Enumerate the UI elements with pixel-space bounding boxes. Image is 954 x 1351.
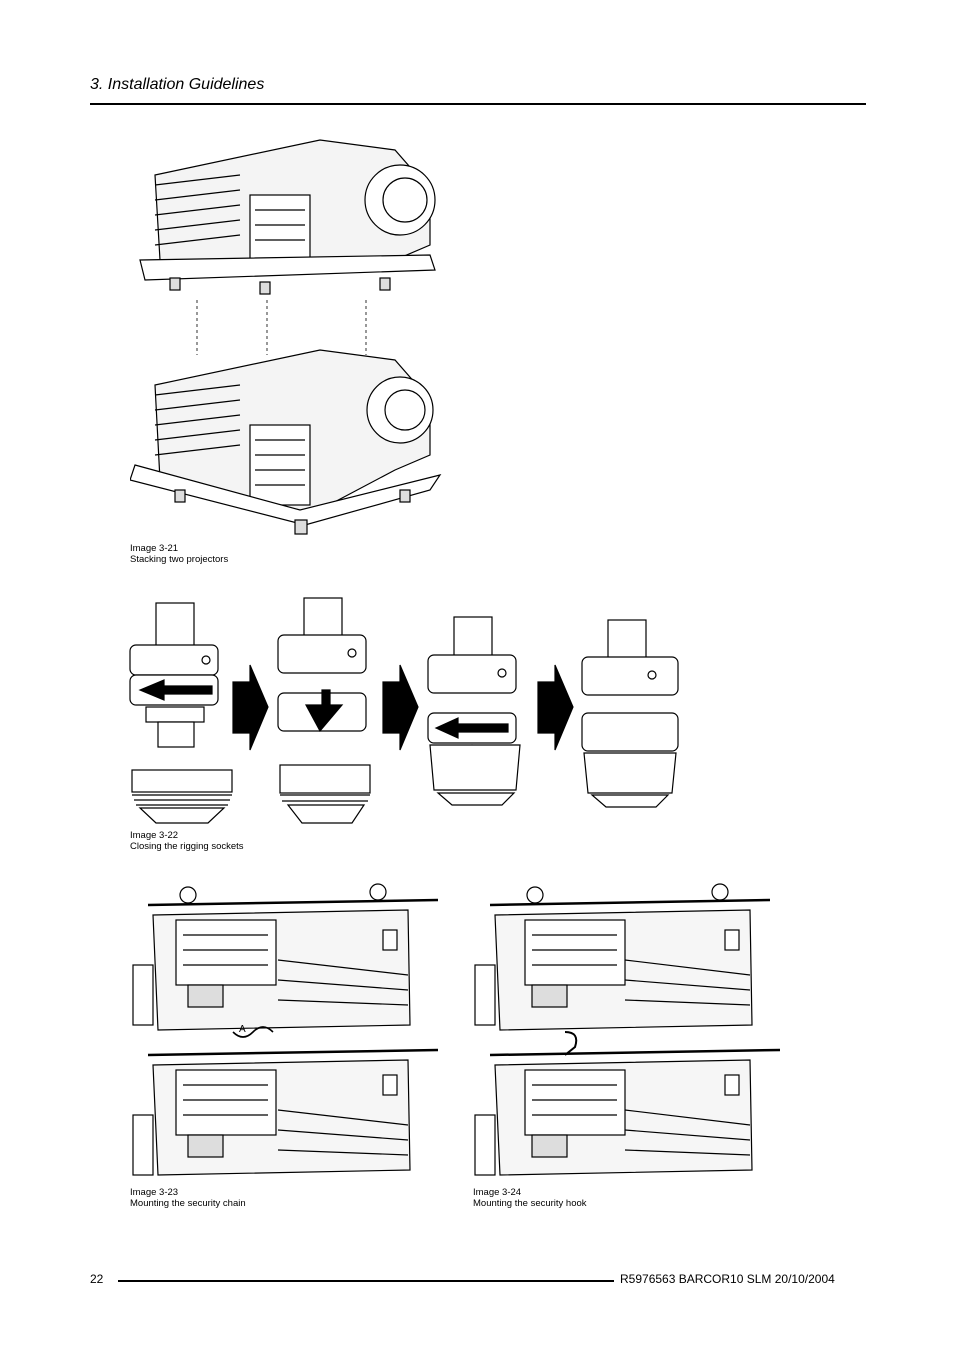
projector-lower-side-view xyxy=(474,1048,781,1176)
figure-number: Image 3-24 xyxy=(473,1187,522,1198)
projector-bottom-illustration xyxy=(130,349,442,535)
document-info: R5976563 BARCOR10 SLM 20/10/2004 xyxy=(620,1272,835,1286)
figure-caption: Image 3-24 Mounting the security hook xyxy=(473,1187,587,1209)
figure-security-hook xyxy=(470,880,785,1180)
section-title: 3. Installation Guidelines xyxy=(90,76,265,93)
figure-title: Stacking two projectors xyxy=(130,554,229,565)
projector-lower-side-view xyxy=(132,1048,439,1176)
figure-security-chain: A xyxy=(128,880,443,1180)
socket-step-3 xyxy=(427,616,521,806)
projector-upper-side-view xyxy=(474,883,771,1031)
figure-number: Image 3-21 xyxy=(130,543,179,554)
projector-top-illustration xyxy=(139,139,436,295)
socket-step-2 xyxy=(277,597,371,824)
step-arrow-1 xyxy=(232,664,269,751)
figure-rigging-sockets xyxy=(128,595,698,830)
step-arrow-3 xyxy=(537,664,574,751)
header-divider xyxy=(90,103,866,105)
figure-caption: Image 3-21 Stacking two projectors xyxy=(130,543,228,565)
figure-number: Image 3-22 xyxy=(130,830,179,841)
footer-divider xyxy=(118,1280,614,1282)
security-hook xyxy=(564,1031,578,1056)
figure-caption: Image 3-23 Mounting the security chain xyxy=(130,1187,246,1209)
socket-step-1 xyxy=(129,602,233,824)
security-chain xyxy=(232,1026,274,1038)
figure-caption: Image 3-22 Closing the rigging sockets xyxy=(130,830,244,852)
page-number: 22 xyxy=(90,1272,104,1286)
callout-label: A xyxy=(239,1024,246,1035)
figure-title: Mounting the security hook xyxy=(473,1198,587,1209)
figure-number: Image 3-23 xyxy=(130,1187,179,1198)
socket-step-4 xyxy=(581,619,679,808)
projector-upper-side-view xyxy=(132,883,439,1031)
step-arrow-2 xyxy=(382,664,419,751)
figure-title: Mounting the security chain xyxy=(130,1198,246,1209)
figure-stacking-projectors xyxy=(130,130,450,540)
figure-title: Closing the rigging sockets xyxy=(130,841,244,852)
